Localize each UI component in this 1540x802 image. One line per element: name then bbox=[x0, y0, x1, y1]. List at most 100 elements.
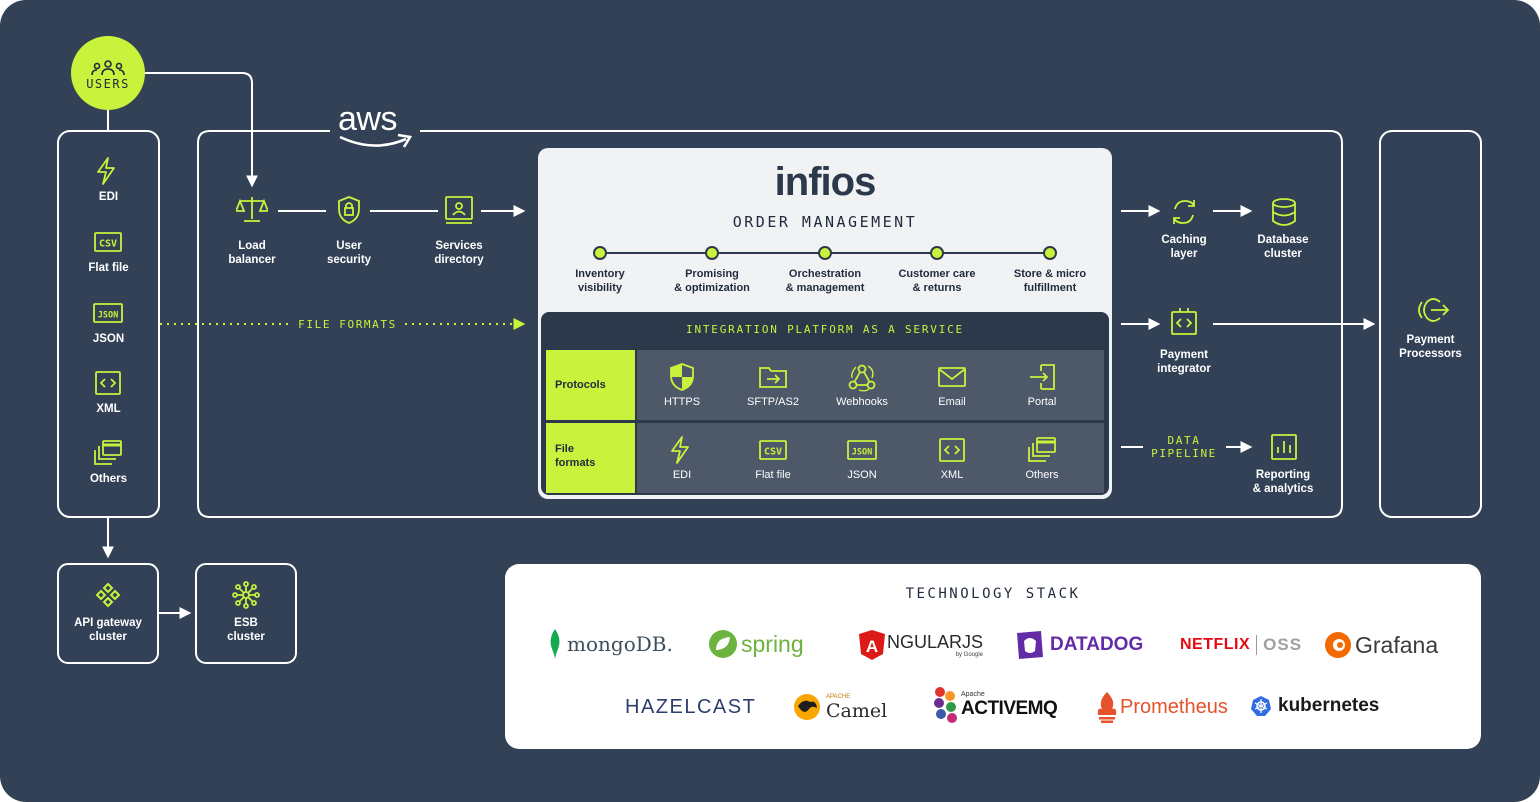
grafana-name: Grafana bbox=[1355, 631, 1439, 658]
svg-text:CSV: CSV bbox=[764, 447, 782, 458]
payment-processors-box bbox=[1379, 130, 1482, 518]
portal-icon bbox=[1030, 364, 1055, 390]
user-security-label: User security bbox=[326, 240, 372, 266]
kubernetes-wheel-icon bbox=[1251, 696, 1271, 716]
file-formats-connector-label: FILE FORMATS bbox=[298, 318, 397, 331]
file-formats-header: File formats bbox=[555, 443, 596, 469]
protocols-icon-wrap bbox=[1027, 362, 1057, 397]
file-formats-row bbox=[637, 423, 1104, 493]
angular-shield-icon: A bbox=[859, 630, 885, 660]
exit-icon bbox=[1418, 298, 1450, 322]
left-input-icon-wrap bbox=[93, 368, 123, 403]
protocols-header: Protocols bbox=[555, 379, 606, 391]
svg-text:CSV: CSV bbox=[99, 239, 117, 250]
left-input-icon-wrap: JSON bbox=[93, 298, 123, 333]
angularjs-logo: A NGULARJS by Google bbox=[858, 625, 983, 665]
esb-network-icon bbox=[232, 581, 260, 609]
tech-stack-panel bbox=[505, 564, 1481, 749]
infios-logo: infios bbox=[774, 160, 877, 204]
mongodb-leaf-icon bbox=[550, 629, 560, 659]
spring-name: spring bbox=[741, 630, 804, 657]
grafana-swirl-icon bbox=[1325, 632, 1351, 658]
svg-text:JSON: JSON bbox=[852, 448, 872, 458]
folder-arrow-icon bbox=[759, 367, 787, 388]
camel-tag: APACHE bbox=[826, 694, 851, 700]
netflix-oss-logo: NETFLIX OSS bbox=[1180, 625, 1302, 665]
payment-integrator-label: Payment integrator bbox=[1157, 349, 1211, 375]
code-icon bbox=[95, 371, 121, 395]
prometheus-flame-icon bbox=[1097, 692, 1117, 723]
angularjs-tag: by Google bbox=[955, 652, 984, 658]
order-step-label: Customer care & returns bbox=[898, 268, 976, 294]
email-icon bbox=[938, 367, 966, 387]
prometheus-name: Prometheus bbox=[1120, 695, 1228, 718]
order-step-label: Store & micro fulfillment bbox=[1013, 268, 1087, 294]
activemq-wordmark: Apache ACTIVEMQ bbox=[961, 691, 1058, 719]
hazelcast-logo: HAZELCAST bbox=[625, 687, 756, 727]
data-pipeline-label: DATA PIPELINE bbox=[1151, 434, 1217, 460]
angularjs-wordmark: NGULARJS by Google bbox=[887, 632, 983, 658]
protocols-icon-wrap bbox=[937, 362, 967, 397]
directory-icon bbox=[445, 196, 473, 224]
file_formats-label: EDI bbox=[672, 469, 692, 481]
file-formats-header-cell bbox=[546, 423, 635, 493]
users-to-load-balancer-arrow bbox=[145, 72, 258, 188]
protocols-icon-wrap bbox=[667, 362, 697, 397]
protocols-icon-wrap bbox=[758, 362, 788, 397]
left-input-icon-wrap bbox=[93, 156, 123, 191]
database-icon bbox=[1272, 198, 1296, 226]
file_formats-icon-wrap: JSON bbox=[847, 435, 877, 470]
left-input-icon-wrap bbox=[93, 438, 123, 473]
left-input-label: JSON bbox=[92, 333, 125, 345]
left-input-label: XML bbox=[96, 403, 121, 415]
json-icon: JSON bbox=[93, 303, 123, 323]
aws-logo: aws bbox=[338, 101, 418, 151]
code-icon bbox=[939, 438, 965, 462]
csv-icon: CSV bbox=[94, 232, 122, 252]
protocols-label: Webhooks bbox=[836, 396, 888, 408]
protocols-label: Portal bbox=[1027, 396, 1057, 408]
activemq-feather-icon bbox=[934, 687, 957, 723]
code-tag-icon bbox=[1171, 308, 1197, 335]
order-step-label: Promising & optimization bbox=[674, 268, 750, 294]
tech-stack-title: TECHNOLOGY STACK bbox=[905, 586, 1081, 602]
caching-layer-label: Caching layer bbox=[1161, 234, 1207, 260]
datadog-dog-icon bbox=[1017, 631, 1043, 659]
shield-lock-icon bbox=[338, 196, 360, 224]
payment-processors-label: Payment Processors bbox=[1399, 334, 1462, 360]
ipaas-title: INTEGRATION PLATFORM AS A SERVICE bbox=[686, 323, 964, 336]
oss-name: OSS bbox=[1263, 635, 1303, 654]
shield-icon bbox=[670, 363, 694, 391]
esb-label: ESB cluster bbox=[227, 617, 265, 643]
netflix-divider bbox=[1256, 635, 1258, 655]
protocols-header-cell bbox=[546, 350, 635, 420]
timeline-dot bbox=[705, 246, 719, 260]
spring-logo: spring bbox=[708, 624, 804, 664]
json-icon: JSON bbox=[847, 440, 877, 460]
datadog-logo: DATADOG bbox=[1015, 625, 1143, 665]
aws-boundary bbox=[197, 130, 1343, 518]
protocols-icon-wrap bbox=[847, 362, 877, 397]
timeline-dot bbox=[1043, 246, 1057, 260]
file_formats-icon-wrap bbox=[667, 435, 697, 470]
users-label: USERS bbox=[86, 77, 130, 91]
file_formats-icon-wrap bbox=[1027, 435, 1057, 470]
datadog-name: DATADOG bbox=[1050, 634, 1144, 655]
reporting-analytics-label: Reporting & analytics bbox=[1252, 469, 1314, 495]
file_formats-label: JSON bbox=[847, 469, 877, 481]
csv-icon: CSV bbox=[759, 440, 787, 460]
protocols-label: HTTPS bbox=[663, 396, 701, 408]
svg-text:JSON: JSON bbox=[98, 311, 118, 321]
left-input-label: Others bbox=[89, 473, 128, 485]
protocols-label: Email bbox=[938, 396, 966, 408]
aws-smile-icon bbox=[339, 133, 413, 148]
prometheus-logo: Prometheus bbox=[1096, 687, 1228, 727]
order-management-title: ORDER MANAGEMENT bbox=[732, 213, 918, 231]
esb-box bbox=[195, 563, 297, 664]
lightning-icon bbox=[97, 157, 115, 185]
file_formats-icon-wrap: CSV bbox=[758, 435, 788, 470]
file_formats-label: XML bbox=[940, 469, 964, 481]
stacked-windows-icon bbox=[1028, 437, 1056, 462]
